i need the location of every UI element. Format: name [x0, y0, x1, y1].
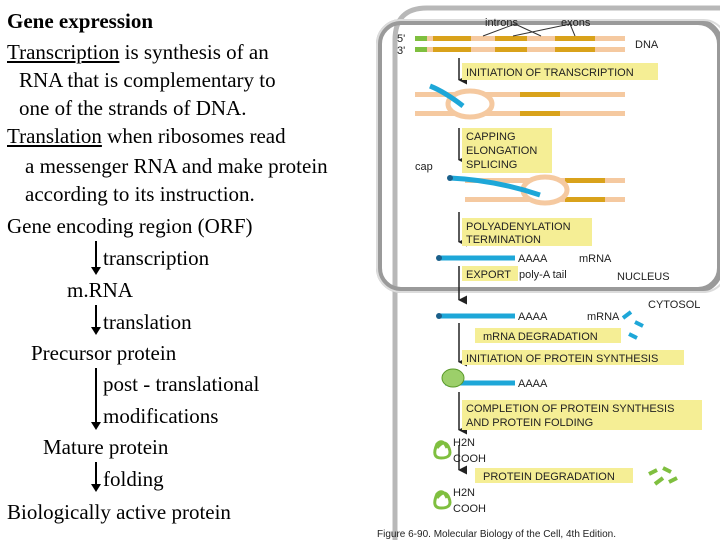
- exons-label: exons: [561, 17, 591, 29]
- aaaa-label-1: AAAA: [518, 253, 548, 265]
- initiation-protein-box: [462, 350, 684, 365]
- translation-line3: according to its instruction.: [25, 182, 255, 206]
- flow-arrow-3: [91, 368, 101, 430]
- dna-strands: [415, 36, 625, 52]
- transcription-line2: RNA that is complementary to: [19, 68, 276, 92]
- transcription-bubble: [415, 83, 625, 120]
- flow-label-transcription: transcription: [103, 246, 210, 270]
- aaaa-label-2: AAAA: [518, 311, 548, 323]
- flow-label-ptm-1: post - translational: [103, 372, 260, 396]
- transcription-rest: is synthesis of an: [119, 40, 269, 64]
- completion-label-2: AND PROTEIN FOLDING: [466, 417, 593, 429]
- flow-label-ptm-2: modifications: [103, 404, 219, 428]
- flow-step-precursor: Precursor protein: [31, 341, 177, 365]
- transcription-line3: one of the strands of DNA.: [19, 96, 247, 120]
- translation-rest: when ribosomes read: [101, 124, 286, 148]
- cytosol-label: CYTOSOL: [648, 299, 700, 311]
- translation-definition: Translation when ribosomes read: [7, 124, 286, 148]
- flow-arrow-2: [91, 305, 101, 335]
- flow-step-mature: Mature protein: [43, 435, 169, 459]
- mrna-degradation-box: [475, 328, 621, 343]
- flow-arrow-1: [91, 241, 101, 275]
- elongation-label: ELONGATION: [466, 145, 537, 157]
- transcription-term: Transcription: [7, 40, 120, 64]
- slide-title: Gene expression: [7, 9, 154, 33]
- initiation-protein-label: INITIATION OF PROTEIN SYNTHESIS: [466, 353, 658, 365]
- cooh-label-2: COOH: [453, 503, 486, 515]
- flow-step-orf: Gene encoding region (ORF): [7, 214, 253, 238]
- five-prime-label: 5': [397, 33, 405, 45]
- flow-label-folding: folding: [103, 467, 164, 491]
- protein-degradation-box: [475, 468, 633, 483]
- splicing-bubble: [447, 174, 625, 206]
- completion-box: [462, 400, 702, 430]
- polyadenylation-box: [462, 218, 592, 246]
- cap-label: cap: [415, 161, 433, 173]
- mrna-label-1: mRNA: [579, 253, 612, 265]
- h2n-label-2: H2N: [453, 487, 475, 499]
- mrna-degradation-label: mRNA DEGRADATION: [483, 331, 598, 343]
- introns-label: introns: [485, 17, 519, 29]
- three-prime-label: 3': [397, 45, 405, 57]
- ribosome: [441, 368, 465, 388]
- folded-protein-1: [433, 440, 452, 460]
- flow-arrow-4: [91, 462, 101, 492]
- folded-protein-2: [433, 490, 452, 510]
- polyadenylation-label: POLYADENYLATION: [466, 221, 571, 233]
- dna-label: DNA: [635, 39, 659, 51]
- export-box: [462, 266, 518, 281]
- h2n-label-1: H2N: [453, 437, 475, 449]
- flow-step-mrna: m.RNA: [67, 278, 133, 302]
- poly-a-tail-label: poly-A tail: [519, 269, 567, 281]
- nucleus-label: NUCLEUS: [617, 271, 670, 283]
- flow-label-translation: translation: [103, 310, 192, 334]
- translation-term: Translation: [7, 124, 102, 148]
- termination-label: TERMINATION: [466, 234, 541, 246]
- initiation-transcription-box: [462, 63, 658, 80]
- initiation-transcription-label: INITIATION OF TRANSCRIPTION: [466, 67, 634, 79]
- figure-caption: Figure 6-90. Molecular Biology of the Ce…: [377, 529, 616, 540]
- capping-label: CAPPING: [466, 131, 516, 143]
- cell-outline: [392, 5, 720, 540]
- translation-line2: a messenger RNA and make protein: [25, 154, 328, 178]
- completion-label-1: COMPLETION OF PROTEIN SYNTHESIS: [466, 403, 674, 415]
- mrna-label-2: mRNA: [587, 311, 620, 323]
- protein-degradation-label: PROTEIN DEGRADATION: [483, 471, 615, 483]
- mrna-fragments: [621, 310, 644, 340]
- transcription-definition: Transcription is synthesis of an: [7, 40, 269, 64]
- export-label: EXPORT: [466, 269, 511, 281]
- protein-fragments: [648, 466, 678, 486]
- gene-expression-diagram: introns exons 5' 3' DNA INITIATION OF TR…: [376, 5, 720, 540]
- splicing-label: SPLICING: [466, 159, 517, 171]
- aaaa-label-3: AAAA: [518, 378, 548, 390]
- flow-step-active: Biologically active protein: [7, 500, 231, 524]
- cooh-label-1: COOH: [453, 453, 486, 465]
- nucleus-outline: [376, 19, 720, 293]
- capping-box: [462, 128, 552, 173]
